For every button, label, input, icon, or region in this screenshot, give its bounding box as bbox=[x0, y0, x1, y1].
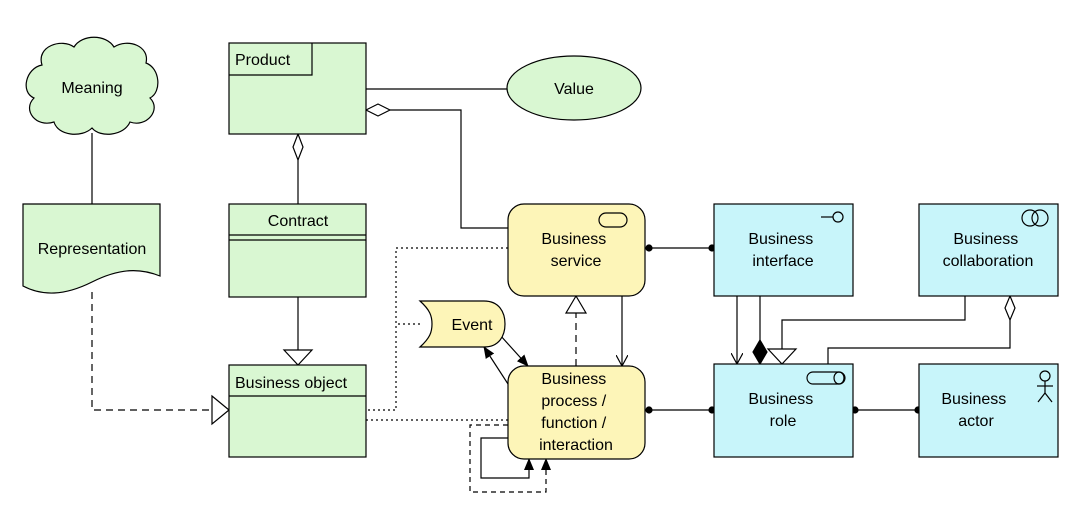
collaboration-icon bbox=[1021, 209, 1049, 227]
representation-node[interactable]: Representation bbox=[22, 203, 161, 294]
business-process-label-line1: Business bbox=[541, 371, 606, 388]
actor-icon bbox=[1037, 370, 1053, 403]
composition-diamond-role bbox=[752, 338, 768, 366]
product-label: Product bbox=[235, 52, 291, 69]
product-label-tab bbox=[229, 43, 313, 76]
business-process-label-line4: interaction bbox=[539, 437, 613, 454]
service-icon bbox=[598, 212, 628, 228]
business-actor-label-line1: Business bbox=[941, 391, 1006, 408]
business-process-box bbox=[507, 365, 646, 460]
product-node[interactable]: Product bbox=[228, 42, 367, 135]
business-service-label-line2: service bbox=[551, 253, 602, 270]
representation-label: Representation bbox=[38, 241, 147, 258]
business-role-node[interactable]: Business role bbox=[713, 363, 854, 458]
event-shape bbox=[418, 300, 506, 348]
service-object-access bbox=[366, 247, 508, 411]
contract-box bbox=[228, 203, 367, 298]
contract-label: Contract bbox=[268, 213, 329, 230]
process-self-trigger-loop bbox=[480, 437, 534, 479]
business-object-label: Business object bbox=[235, 375, 348, 392]
business-role-label-line1: Business bbox=[748, 391, 813, 408]
business-process-label: Business process / function / interactio… bbox=[539, 371, 613, 454]
business-actor-box bbox=[918, 363, 1059, 458]
business-role-label: Business role bbox=[748, 391, 817, 430]
aggregation-diamond-role bbox=[1004, 294, 1016, 322]
business-process-label-line3: function / bbox=[541, 415, 606, 432]
business-interface-box bbox=[713, 203, 854, 297]
meaning-cloud-shape bbox=[25, 36, 159, 135]
business-actor-label-line2: actor bbox=[958, 413, 994, 430]
event-node[interactable]: Event bbox=[418, 300, 506, 348]
business-object-node[interactable]: Business object bbox=[228, 364, 367, 458]
realization-triangle-object bbox=[211, 394, 230, 426]
business-object-box bbox=[228, 364, 367, 458]
value-ellipse bbox=[506, 55, 642, 121]
aggregation-diamond-contract bbox=[292, 132, 304, 162]
business-collaboration-label-line1: Business bbox=[953, 231, 1018, 248]
collaboration-role-specialization bbox=[781, 296, 966, 349]
business-actor-label: Business actor bbox=[941, 391, 1010, 430]
business-interface-label: Business interface bbox=[748, 231, 817, 270]
meaning-node[interactable]: Meaning bbox=[25, 36, 159, 135]
business-interface-label-line2: interface bbox=[752, 253, 813, 270]
meaning-label: Meaning bbox=[61, 80, 122, 97]
representation-object-realization bbox=[91, 292, 212, 411]
process-event-trigger bbox=[483, 346, 509, 385]
business-collaboration-box bbox=[918, 203, 1059, 297]
business-role-label-line2: role bbox=[770, 413, 797, 430]
business-collaboration-label-line2: collaboration bbox=[943, 253, 1034, 270]
business-service-label: Business service bbox=[541, 231, 610, 270]
process-self-flow-loop bbox=[469, 424, 551, 493]
business-process-label-line2: process / bbox=[541, 393, 606, 410]
product-box bbox=[228, 42, 367, 135]
role-icon bbox=[806, 371, 846, 385]
event-label: Event bbox=[452, 317, 493, 334]
business-role-box bbox=[713, 363, 854, 458]
business-interface-node[interactable]: Business interface bbox=[713, 203, 854, 297]
specialization-triangle-role bbox=[766, 348, 798, 365]
collaboration-role-aggregation bbox=[827, 320, 1011, 364]
business-service-label-line1: Business bbox=[541, 231, 606, 248]
aggregation-diamond-service bbox=[364, 103, 392, 117]
value-label: Value bbox=[554, 81, 594, 98]
value-node[interactable]: Value bbox=[506, 55, 642, 121]
business-actor-node[interactable]: Business actor bbox=[918, 363, 1059, 458]
realization-triangle-service bbox=[564, 294, 588, 314]
representation-shape bbox=[22, 203, 161, 294]
business-collaboration-node[interactable]: Business collaboration bbox=[918, 203, 1059, 297]
specialization-triangle-object bbox=[282, 349, 314, 366]
event-process-trigger bbox=[499, 334, 529, 367]
contract-node[interactable]: Contract bbox=[228, 203, 367, 298]
interface-icon bbox=[821, 211, 844, 223]
product-service-aggregation bbox=[390, 109, 508, 229]
business-process-node[interactable]: Business process / function / interactio… bbox=[507, 365, 646, 460]
business-interface-label-line1: Business bbox=[748, 231, 813, 248]
business-service-node[interactable]: Business service bbox=[507, 203, 646, 297]
business-collaboration-label: Business collaboration bbox=[943, 231, 1034, 270]
business-service-box bbox=[507, 203, 646, 297]
connectors bbox=[91, 88, 1016, 493]
